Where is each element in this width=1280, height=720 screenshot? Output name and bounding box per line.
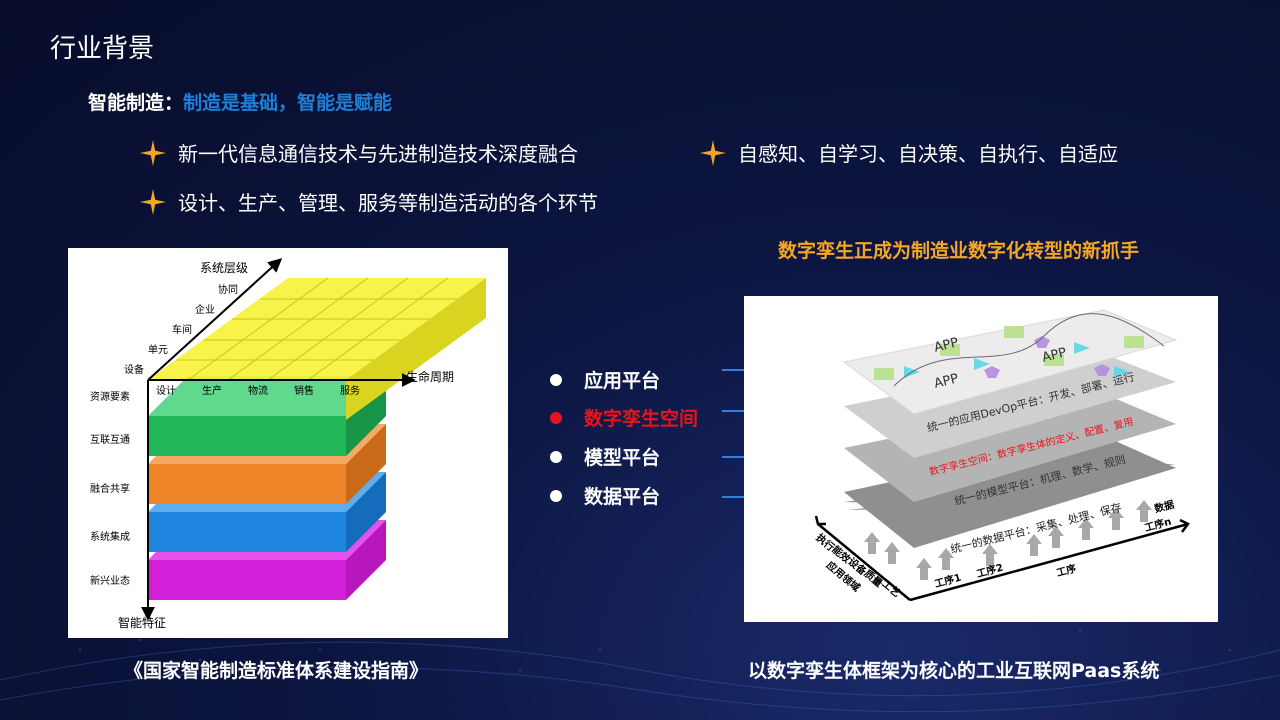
lifecycle-label: 服务 — [340, 386, 360, 397]
platform-item-data: 数据平台 — [550, 482, 660, 509]
platform-label: 数字孪生空间 — [584, 408, 699, 430]
bullet-text: 自感知、自学习、自决策、自执行、自适应 — [738, 142, 1118, 166]
bullet-dot-icon — [550, 450, 562, 463]
star-icon — [140, 188, 166, 215]
left-caption: 《国家智能制造标准体系建设指南》 — [124, 660, 429, 682]
level-label: 设备 — [124, 365, 144, 376]
cube-diagram — [141, 258, 486, 621]
level-label: 单元 — [148, 345, 168, 356]
bullet-text: 新一代信息通信技术与先进制造技术深度融合 — [178, 142, 578, 166]
level-label: 协同 — [218, 285, 238, 296]
star-icon — [700, 139, 726, 166]
subtitle-lead: 智能制造： — [88, 92, 184, 114]
level-label: 车间 — [172, 325, 192, 336]
lifecycle-label: 销售 — [294, 386, 314, 397]
bullet-dot-icon — [550, 489, 562, 502]
level-label: 企业 — [195, 305, 215, 316]
standard-system-figure: 系统层级 生命周期 智能特征 协同 企业 车间 单元 设备 设计 生产 物流 销… — [68, 248, 508, 638]
axis-label-feature: 智能特征 — [118, 616, 167, 630]
platform-item-twin: 数字孪生空间 — [550, 404, 698, 431]
platform-label: 模型平台 — [584, 447, 661, 469]
layer-yellow — [148, 278, 486, 420]
platform-label: 应用平台 — [584, 370, 661, 392]
layer-stack-diagram — [814, 309, 1190, 602]
subtitle: 智能制造：制造是基础，智能是赋能 — [88, 88, 392, 115]
lifecycle-label: 物流 — [248, 386, 268, 397]
bullet-dot-icon — [550, 373, 562, 386]
star-icon — [140, 139, 166, 166]
right-caption: 以数字孪生体框架为核心的工业互联网Paas系统 — [748, 660, 1160, 682]
background-wave-pattern — [0, 618, 1280, 713]
axis-label-system-level: 系统层级 — [200, 261, 249, 275]
feature-label: 资源要素 — [90, 392, 130, 403]
bullet-text: 设计、生产、管理、服务等制造活动的各个环节 — [178, 191, 598, 215]
feature-label: 互联互通 — [90, 435, 130, 446]
subtitle-accent: 制造是基础，智能是赋能 — [183, 92, 393, 114]
right-heading: 数字孪生正成为制造业数字化转型的新抓手 — [778, 240, 1140, 262]
lifecycle-label: 设计 — [156, 386, 176, 397]
feature-label: 融合共享 — [90, 484, 130, 495]
lifecycle-label: 生产 — [202, 386, 222, 397]
slide-title: 行业背景 — [50, 34, 155, 64]
bullet-dot-icon — [550, 411, 562, 424]
twin-platform-figure: APP APP APP 统一的应用DevOp平台：开发、部署、运行 数字孪生空间… — [744, 296, 1218, 622]
platform-item-model: 模型平台 — [550, 443, 660, 470]
platform-label: 数据平台 — [584, 486, 661, 508]
bullet-item: 新一代信息通信技术与先进制造技术深度融合 — [140, 138, 578, 167]
bullet-item: 设计、生产、管理、服务等制造活动的各个环节 — [140, 187, 598, 216]
axis-label-lifecycle: 生命周期 — [406, 370, 455, 384]
bullet-item: 自感知、自学习、自决策、自执行、自适应 — [700, 138, 1118, 167]
platform-item-app: 应用平台 — [550, 366, 660, 393]
feature-label: 新兴业态 — [90, 576, 130, 587]
feature-label: 系统集成 — [90, 532, 130, 543]
